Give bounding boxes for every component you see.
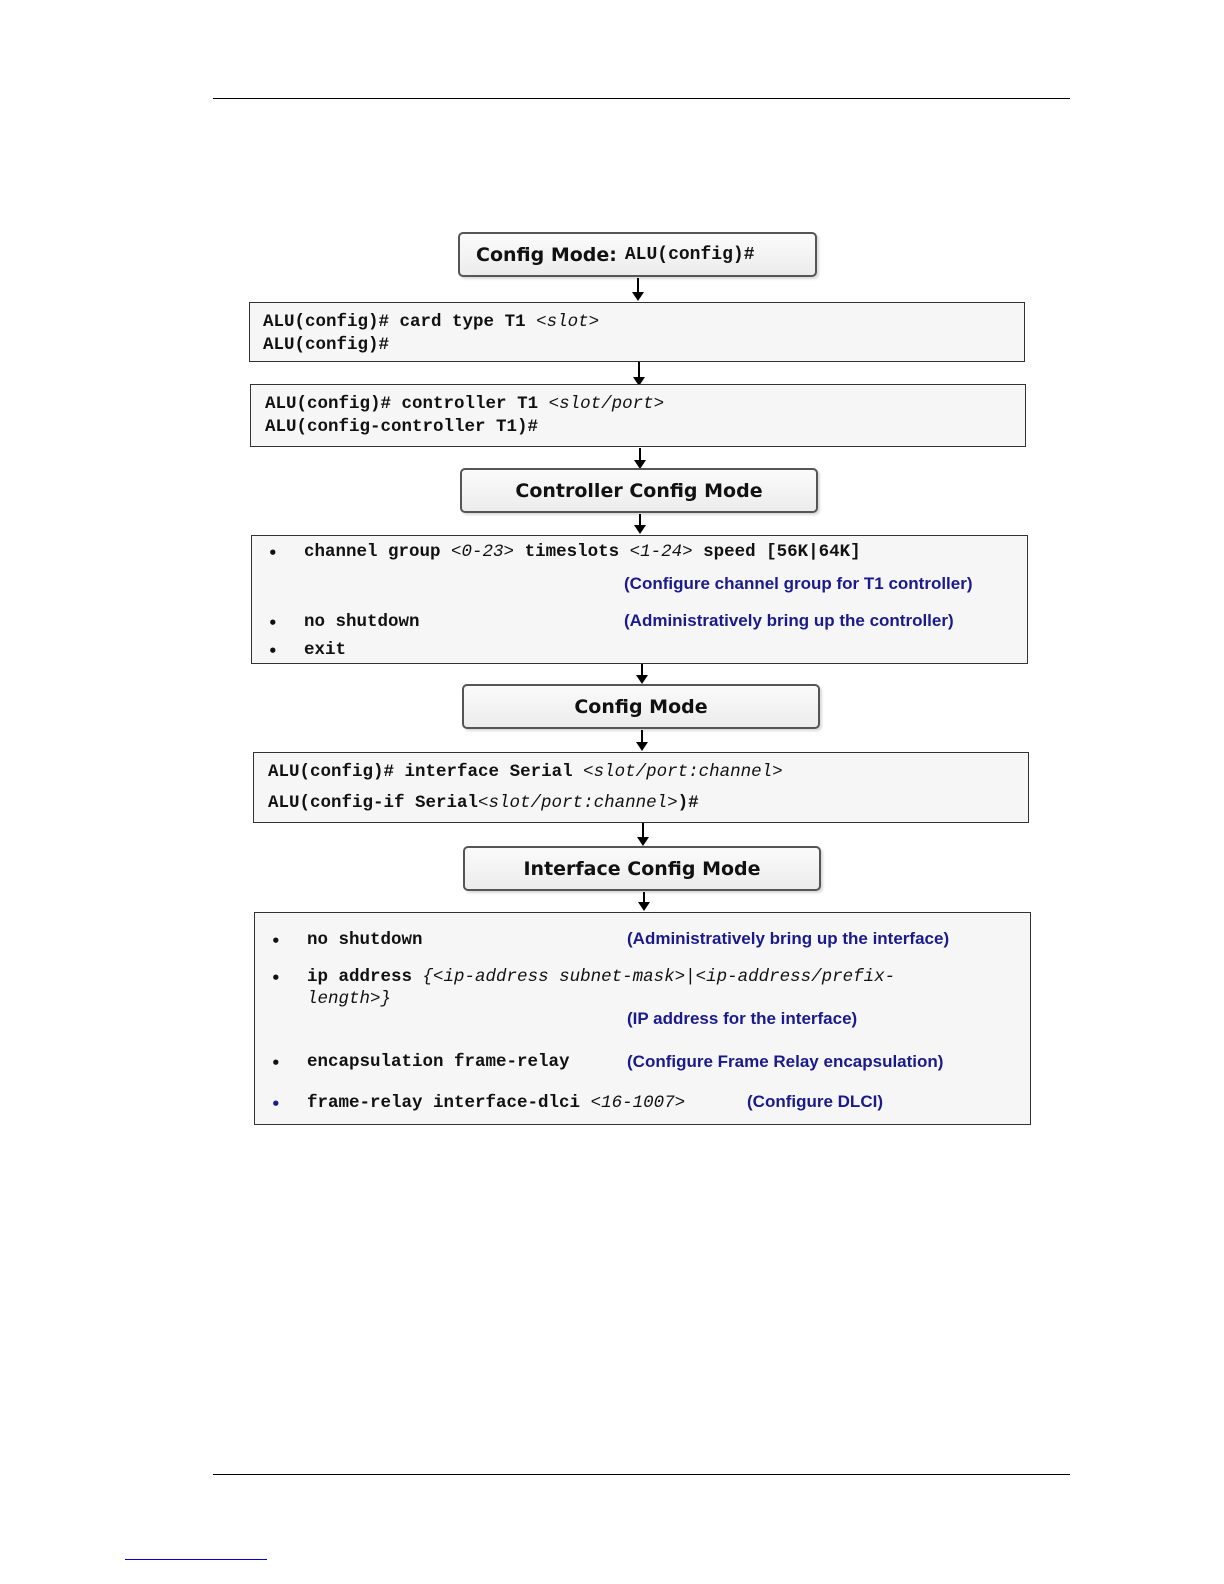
config-mode-top-box: Config Mode: ALU(config)# xyxy=(458,232,817,277)
prompt: ALU(config)# xyxy=(265,394,392,414)
bullet: • xyxy=(271,1054,281,1072)
config-mode-prompt: ALU(config)# xyxy=(624,244,755,265)
header-rule xyxy=(213,98,1070,99)
ip-address-command-wrap: length>} xyxy=(307,989,392,1009)
interface-command-box: ALU(config)# interface Serial <slot/port… xyxy=(253,752,1029,823)
bullet: • xyxy=(271,932,281,950)
controller-config-mode-label: Controller Config Mode xyxy=(515,479,763,502)
frame-relay-dlci-command: frame-relay interface-dlci <16-1007> xyxy=(307,1093,686,1113)
prompt: ALU(config)# xyxy=(263,335,390,355)
slot-port-channel-argument: <slot/port:channel> xyxy=(583,762,783,782)
prompt: ALU(config-controller T1)# xyxy=(265,417,539,437)
interface-config-mode-label: Interface Config Mode xyxy=(523,857,761,880)
footer-rule xyxy=(213,1474,1070,1475)
encapsulation-note: (Configure Frame Relay encapsulation) xyxy=(627,1052,944,1071)
card-type-command-box: ALU(config)# card type T1 <slot> ALU(con… xyxy=(249,302,1025,362)
no-shutdown-command: no shutdown xyxy=(307,930,423,950)
prompt: ALU(config)# xyxy=(268,762,395,782)
bullet: • xyxy=(271,969,281,987)
interface-commands-box: • no shutdown (Administratively bring up… xyxy=(254,912,1031,1125)
bullet: • xyxy=(271,1095,281,1113)
bullet: • xyxy=(268,544,278,562)
card-type-line-2: ALU(config)# xyxy=(263,335,389,355)
interface-line-1: ALU(config)# interface Serial <slot/port… xyxy=(268,762,783,782)
config-mode-label: Config Mode: xyxy=(476,243,617,266)
interface-config-mode-box: Interface Config Mode xyxy=(463,846,821,891)
command: controller T1 xyxy=(401,394,539,414)
card-type-line-1: ALU(config)# card type T1 <slot> xyxy=(263,312,599,332)
command: interface Serial xyxy=(404,762,573,782)
controller-commands-box: • channel group <0-23> timeslots <1-24> … xyxy=(251,535,1028,664)
dlci-note: (Configure DLCI) xyxy=(747,1092,883,1111)
channel-group-command: channel group <0-23> timeslots <1-24> sp… xyxy=(304,542,861,562)
controller-no-shutdown-note: (Administratively bring up the controlle… xyxy=(624,611,954,630)
controller-line-1: ALU(config)# controller T1 <slot/port> xyxy=(265,394,664,414)
bullet: • xyxy=(268,642,278,660)
channel-group-note: (Configure channel group for T1 controll… xyxy=(624,574,973,593)
config-mode-mid-box: Config Mode xyxy=(462,684,820,729)
ip-address-note: (IP address for the interface) xyxy=(627,1009,858,1028)
slot-port-argument: <slot/port> xyxy=(548,394,665,414)
interface-no-shutdown-note: (Administratively bring up the interface… xyxy=(627,929,950,948)
ip-address-command: ip address {<ip-address subnet-mask>|<ip… xyxy=(307,967,896,987)
prompt: ALU(config)# xyxy=(263,312,390,332)
exit-command: exit xyxy=(304,640,347,660)
no-shutdown-command: no shutdown xyxy=(304,612,420,632)
footer-link-underline xyxy=(125,1559,267,1560)
controller-line-2: ALU(config-controller T1)# xyxy=(265,417,538,437)
command: card type T1 xyxy=(399,312,526,332)
bullet: • xyxy=(268,614,278,632)
interface-line-2: ALU(config-if Serial<slot/port:channel>)… xyxy=(268,793,699,813)
config-mode-label: Config Mode xyxy=(574,695,708,718)
controller-command-box: ALU(config)# controller T1 <slot/port> A… xyxy=(250,384,1026,447)
controller-config-mode-box: Controller Config Mode xyxy=(460,468,818,513)
encapsulation-command: encapsulation frame-relay xyxy=(307,1052,570,1072)
slot-argument: <slot> xyxy=(536,312,600,332)
